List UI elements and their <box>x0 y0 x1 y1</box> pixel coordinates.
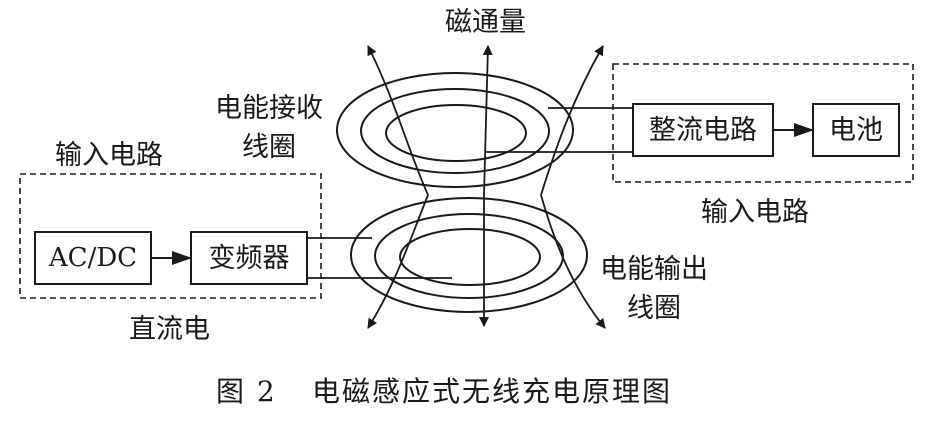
output-coil-label-line2: 线圈 <box>627 293 681 324</box>
output-coil-label-line1: 电能输出 <box>600 254 708 285</box>
magnetic-flux-label: 磁通量 <box>445 7 526 38</box>
figure-number: 图 2 <box>216 375 277 408</box>
receive-coil-label-line1: 电能接收 <box>215 93 323 124</box>
battery-box-label: 电池 <box>829 115 883 146</box>
dc-label: 直流电 <box>129 314 210 345</box>
flux-line-right-down <box>540 194 606 329</box>
output-coil-leads <box>307 237 452 279</box>
receive-coil-leads <box>486 107 633 153</box>
input-circuit-right-label: 输入电路 <box>701 197 809 228</box>
input-circuit-left-label: 输入电路 <box>55 140 163 171</box>
flux-line-right-up <box>540 45 604 196</box>
input-circuit-left-region <box>19 173 322 299</box>
flux-line-left-up <box>367 45 429 196</box>
inverter-box-label: 变频器 <box>208 243 290 274</box>
flux-line-center-up <box>482 45 493 196</box>
receive-coil-label-line2: 线圈 <box>242 132 296 163</box>
flux-lines <box>367 45 606 329</box>
receive-coil <box>336 72 574 188</box>
input-circuit-right-region <box>612 63 914 183</box>
figure-caption: 电磁感应式无线充电原理图 <box>312 375 673 408</box>
flux-line-left-down <box>367 194 429 329</box>
acdc-box-label: AC/DC <box>48 243 138 273</box>
rectifier-box-label: 整流电路 <box>649 115 757 146</box>
